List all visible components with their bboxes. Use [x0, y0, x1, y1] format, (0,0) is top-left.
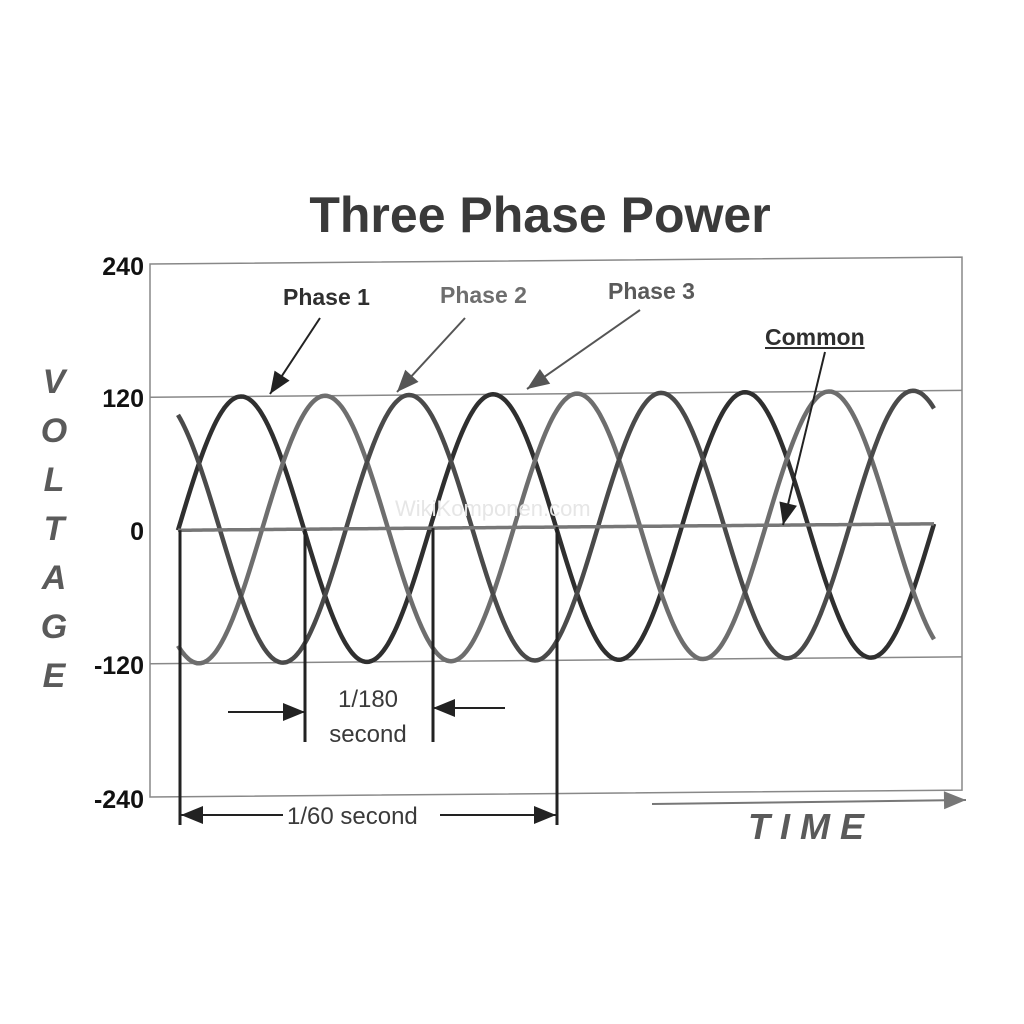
- arrow-180-right-head: [433, 699, 455, 717]
- annotation-1-180-second: 1/180 second: [312, 682, 424, 752]
- leader-phase-2-head: [397, 369, 419, 392]
- y-tick-minus-120: -120: [93, 652, 144, 680]
- y-axis-label-letter-4: A: [41, 559, 67, 597]
- y-axis-label-letter-5: G: [40, 608, 68, 646]
- time-axis-arrow-line: [651, 799, 967, 805]
- leader-phase-3-line: [526, 309, 641, 390]
- y-tick-0: 0: [130, 518, 144, 546]
- annotation-1-180: 1/180: [337, 686, 399, 713]
- arrow-180-left-head: [283, 703, 305, 721]
- arrow-60-right-head: [534, 806, 556, 824]
- series-line-phase-2: [176, 389, 936, 666]
- arrow-60-left-head: [181, 806, 203, 824]
- legend-phase-1: Phase 1: [283, 284, 370, 310]
- legend-phase-3: Phase 3: [608, 278, 695, 304]
- y-axis-label-letter-2: L: [43, 461, 65, 499]
- leader-common-line: [782, 351, 826, 526]
- plot-frame: [149, 256, 963, 798]
- y-axis-label-letter-1: O: [40, 412, 68, 450]
- y-axis-label-letter-3: T: [43, 510, 65, 548]
- annotation-1-60-second: 1/60 second: [283, 799, 422, 834]
- leader-phase-3-head: [527, 369, 551, 389]
- chart-title: Three Phase Power: [309, 187, 771, 243]
- y-tick-120: 120: [102, 385, 144, 413]
- time-axis-arrow-head: [943, 791, 966, 810]
- x-axis-label: TIME: [748, 806, 874, 847]
- legend-common: Common: [765, 324, 865, 350]
- y-axis-label-letter-0: V: [42, 363, 66, 401]
- y-tick-240: 240: [102, 253, 144, 281]
- legend-phase-2: Phase 2: [440, 282, 527, 308]
- watermark: WikiKomponen.com: [395, 496, 591, 521]
- annotation-second: second: [329, 721, 407, 748]
- leader-phase-1-head: [270, 370, 290, 394]
- y-axis-label-letter-6: E: [42, 657, 66, 695]
- y-tick-minus-240: -240: [93, 786, 144, 814]
- leader-common-head: [779, 501, 797, 525]
